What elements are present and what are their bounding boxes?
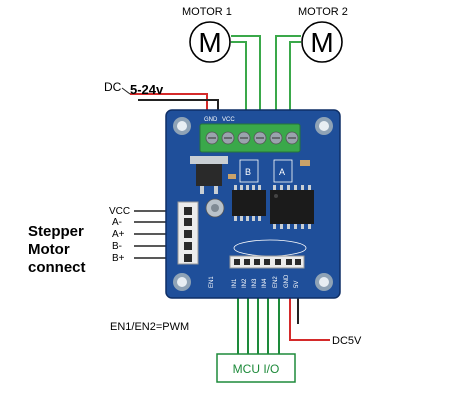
silk-en2: EN2 <box>273 276 279 288</box>
pwm-note: EN1/EN2=PWM <box>110 321 189 333</box>
motor1-label: MOTOR 1 <box>182 6 232 18</box>
motor2-m-glyph: M <box>310 27 333 58</box>
electrolytic-capacitor <box>205 198 225 218</box>
dip-driver-chip <box>270 185 314 229</box>
silk-b-box: B <box>239 159 259 183</box>
motor1-wires <box>231 35 261 128</box>
stepper-title-line3: connect <box>28 259 86 276</box>
stepper-title: Stepper Motor connect <box>28 223 86 276</box>
driver-board: GND VCC B A <box>165 109 341 299</box>
silk-in2: IN2 <box>242 278 248 288</box>
stepper-pin-b-plus: B+ <box>112 253 125 264</box>
silk-en1: EN1 <box>209 276 215 288</box>
bottom-pin-header <box>229 255 305 269</box>
mounting-hole <box>315 273 333 291</box>
dc-label: DC <box>104 80 122 94</box>
silk-gnd: GND <box>204 117 218 123</box>
silk-a-box: A <box>273 159 293 183</box>
motor2-symbol: MOTOR 2 M <box>298 6 348 63</box>
motor2-label: MOTOR 2 <box>298 6 348 18</box>
dc5v-label: DC5V <box>332 335 362 347</box>
silk-a: A <box>279 167 285 177</box>
motor2-wires <box>275 35 301 128</box>
smd-capacitor <box>300 160 310 166</box>
mounting-hole <box>315 117 333 135</box>
stepper-pin-a-minus: A- <box>112 217 122 228</box>
silk-in1: IN1 <box>232 278 238 288</box>
stepper-pin-a-plus: A+ <box>112 229 125 240</box>
voltage-regulator <box>190 156 228 194</box>
screw-terminal-block <box>199 123 301 153</box>
smd-capacitor <box>228 174 236 179</box>
mounting-hole <box>173 117 191 135</box>
bottom-silk-labels: EN1 IN1 IN2 IN3 IN4 EN2 GND 5V <box>209 274 300 288</box>
motor1-symbol: MOTOR 1 M <box>182 6 232 63</box>
silk-in3: IN3 <box>252 278 258 288</box>
voltage-label: 5-24v <box>130 82 164 97</box>
stepper-pin-vcc: VCC <box>109 206 130 217</box>
stepper-title-line2: Motor <box>28 241 70 258</box>
stepper-title-line1: Stepper <box>28 223 84 240</box>
silk-in4: IN4 <box>262 278 268 288</box>
mounting-hole <box>173 273 191 291</box>
stepper-pin-b-minus: B- <box>112 241 122 252</box>
mcu-io-box: MCU I/O <box>216 353 296 383</box>
motor1-m-glyph: M <box>198 27 221 58</box>
smd-driver-chip <box>232 185 266 221</box>
mcu-wires <box>237 288 280 354</box>
stepper-pin-labels: VCC A- A+ B- B+ <box>109 206 130 264</box>
silk-gnd-bottom: GND <box>284 274 290 288</box>
mcu-io-label: MCU I/O <box>233 362 280 376</box>
silk-b: B <box>245 167 251 177</box>
silk-5v: 5V <box>294 281 300 288</box>
stepper-header <box>177 201 199 265</box>
silk-vcc: VCC <box>222 117 235 123</box>
